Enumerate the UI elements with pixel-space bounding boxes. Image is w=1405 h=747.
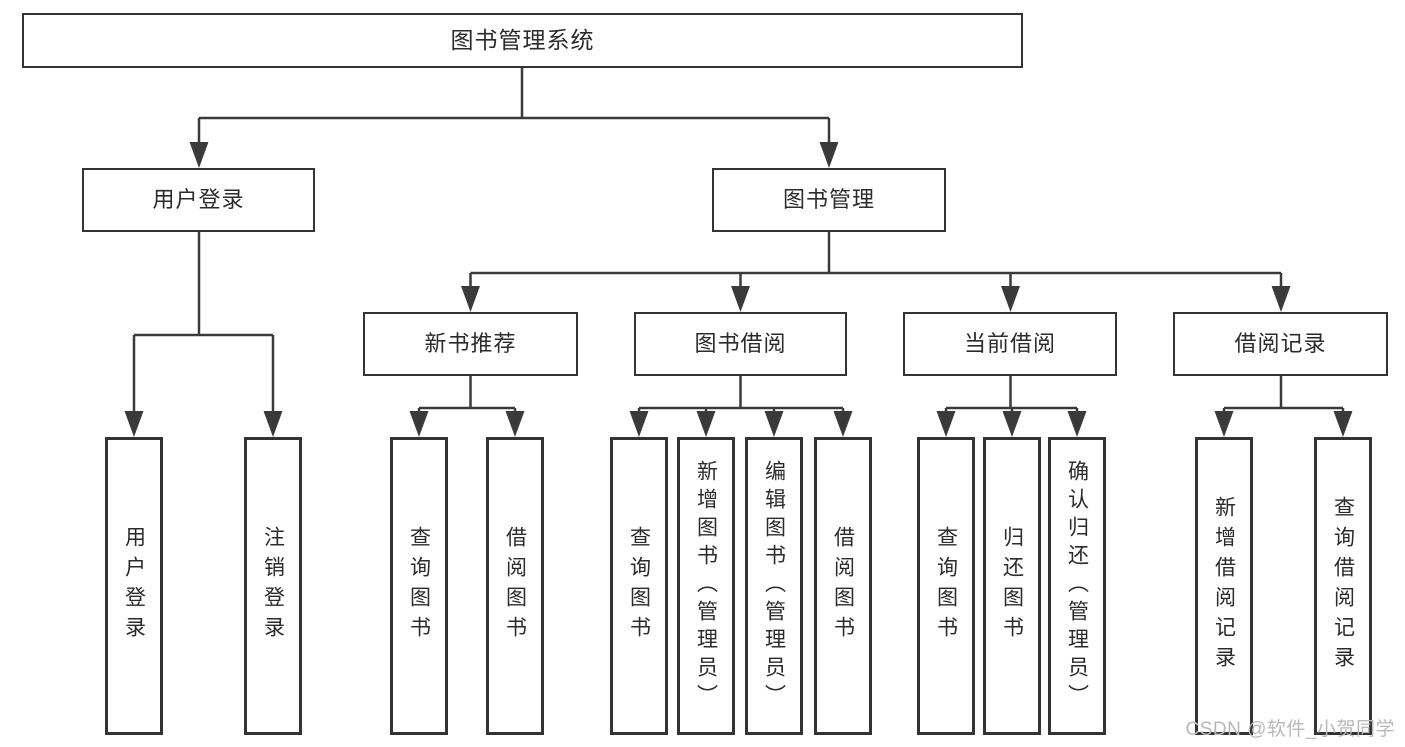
node-label: 注销登录 — [261, 526, 285, 646]
node-add-borrow-record: 新增借阅记录 — [1195, 437, 1253, 735]
watermark: CSDN @软件_小贺同学 — [1185, 719, 1395, 740]
node-borrow-books-recommend: 借阅图书 — [486, 437, 544, 735]
node-label: 查询图书 — [407, 526, 431, 646]
arrow-icon — [936, 411, 956, 437]
node-current-borrowing: 当前借阅 — [903, 312, 1117, 376]
node-query-books-borrowing: 查询图书 — [610, 437, 668, 735]
arrow-icon — [1271, 286, 1291, 312]
node-label: 借阅记录 — [1234, 331, 1327, 356]
node-label: 用户登录 — [152, 187, 245, 212]
connector-paths — [132, 68, 1345, 413]
node-label: 图书管理 — [782, 187, 875, 212]
node-label: 查询图书 — [627, 526, 651, 646]
arrow-icon — [731, 286, 750, 312]
arrow-icon — [819, 142, 839, 168]
arrow-icon — [505, 411, 525, 437]
node-label: 图书管理系统 — [450, 27, 595, 53]
arrow-icon — [461, 286, 480, 312]
node-label: 编辑图书（管理员） — [762, 460, 786, 712]
arrow-icon — [189, 142, 209, 168]
node-label: 当前借阅 — [963, 331, 1056, 356]
node-add-book-admin: 新增图书（管理员） — [677, 437, 735, 735]
node-label: 新增借阅记录 — [1212, 496, 1236, 676]
node-return-books: 归还图书 — [983, 437, 1041, 735]
arrow-icon — [124, 411, 144, 437]
arrow-icon — [263, 411, 283, 437]
arrow-icon — [629, 411, 649, 437]
node-edit-book-admin: 编辑图书（管理员） — [745, 437, 803, 735]
node-logout-leaf: 注销登录 — [244, 437, 302, 735]
node-label: 确认归还（管理员） — [1065, 460, 1089, 712]
node-label: 查询图书 — [934, 526, 958, 646]
node-query-books-current: 查询图书 — [917, 437, 975, 735]
node-borrow-books-leaf: 借阅图书 — [814, 437, 872, 735]
node-book-borrowing: 图书借阅 — [634, 312, 847, 376]
arrow-icon — [409, 411, 429, 437]
node-label: 用户登录 — [122, 526, 146, 646]
arrow-icon — [696, 411, 716, 437]
node-user-login-leaf: 用户登录 — [105, 437, 163, 735]
node-borrowing-records: 借阅记录 — [1173, 312, 1388, 376]
arrow-icon — [1002, 411, 1022, 437]
node-label: 新书推荐 — [424, 331, 517, 356]
arrow-icon — [833, 411, 853, 437]
node-confirm-return-admin: 确认归还（管理员） — [1048, 437, 1106, 735]
arrow-icon — [1001, 286, 1020, 312]
node-label: 归还图书 — [1000, 526, 1024, 646]
node-label: 借阅图书 — [831, 526, 855, 646]
arrowheads — [124, 142, 1353, 437]
node-label: 图书借阅 — [694, 331, 787, 356]
node-query-borrow-record: 查询借阅记录 — [1314, 437, 1372, 735]
arrow-icon — [1067, 411, 1087, 437]
node-query-books-recommend: 查询图书 — [390, 437, 448, 735]
node-label: 新增图书（管理员） — [694, 460, 718, 712]
arrow-icon — [764, 411, 784, 437]
node-label: 借阅图书 — [503, 526, 527, 646]
node-book-management: 图书管理 — [712, 168, 946, 232]
node-label: 查询借阅记录 — [1331, 496, 1355, 676]
node-new-book-recommend: 新书推荐 — [363, 312, 578, 376]
arrow-icon — [1333, 411, 1353, 437]
node-user-login: 用户登录 — [82, 168, 315, 232]
node-library-management-system: 图书管理系统 — [22, 13, 1023, 68]
arrow-icon — [1214, 411, 1234, 437]
